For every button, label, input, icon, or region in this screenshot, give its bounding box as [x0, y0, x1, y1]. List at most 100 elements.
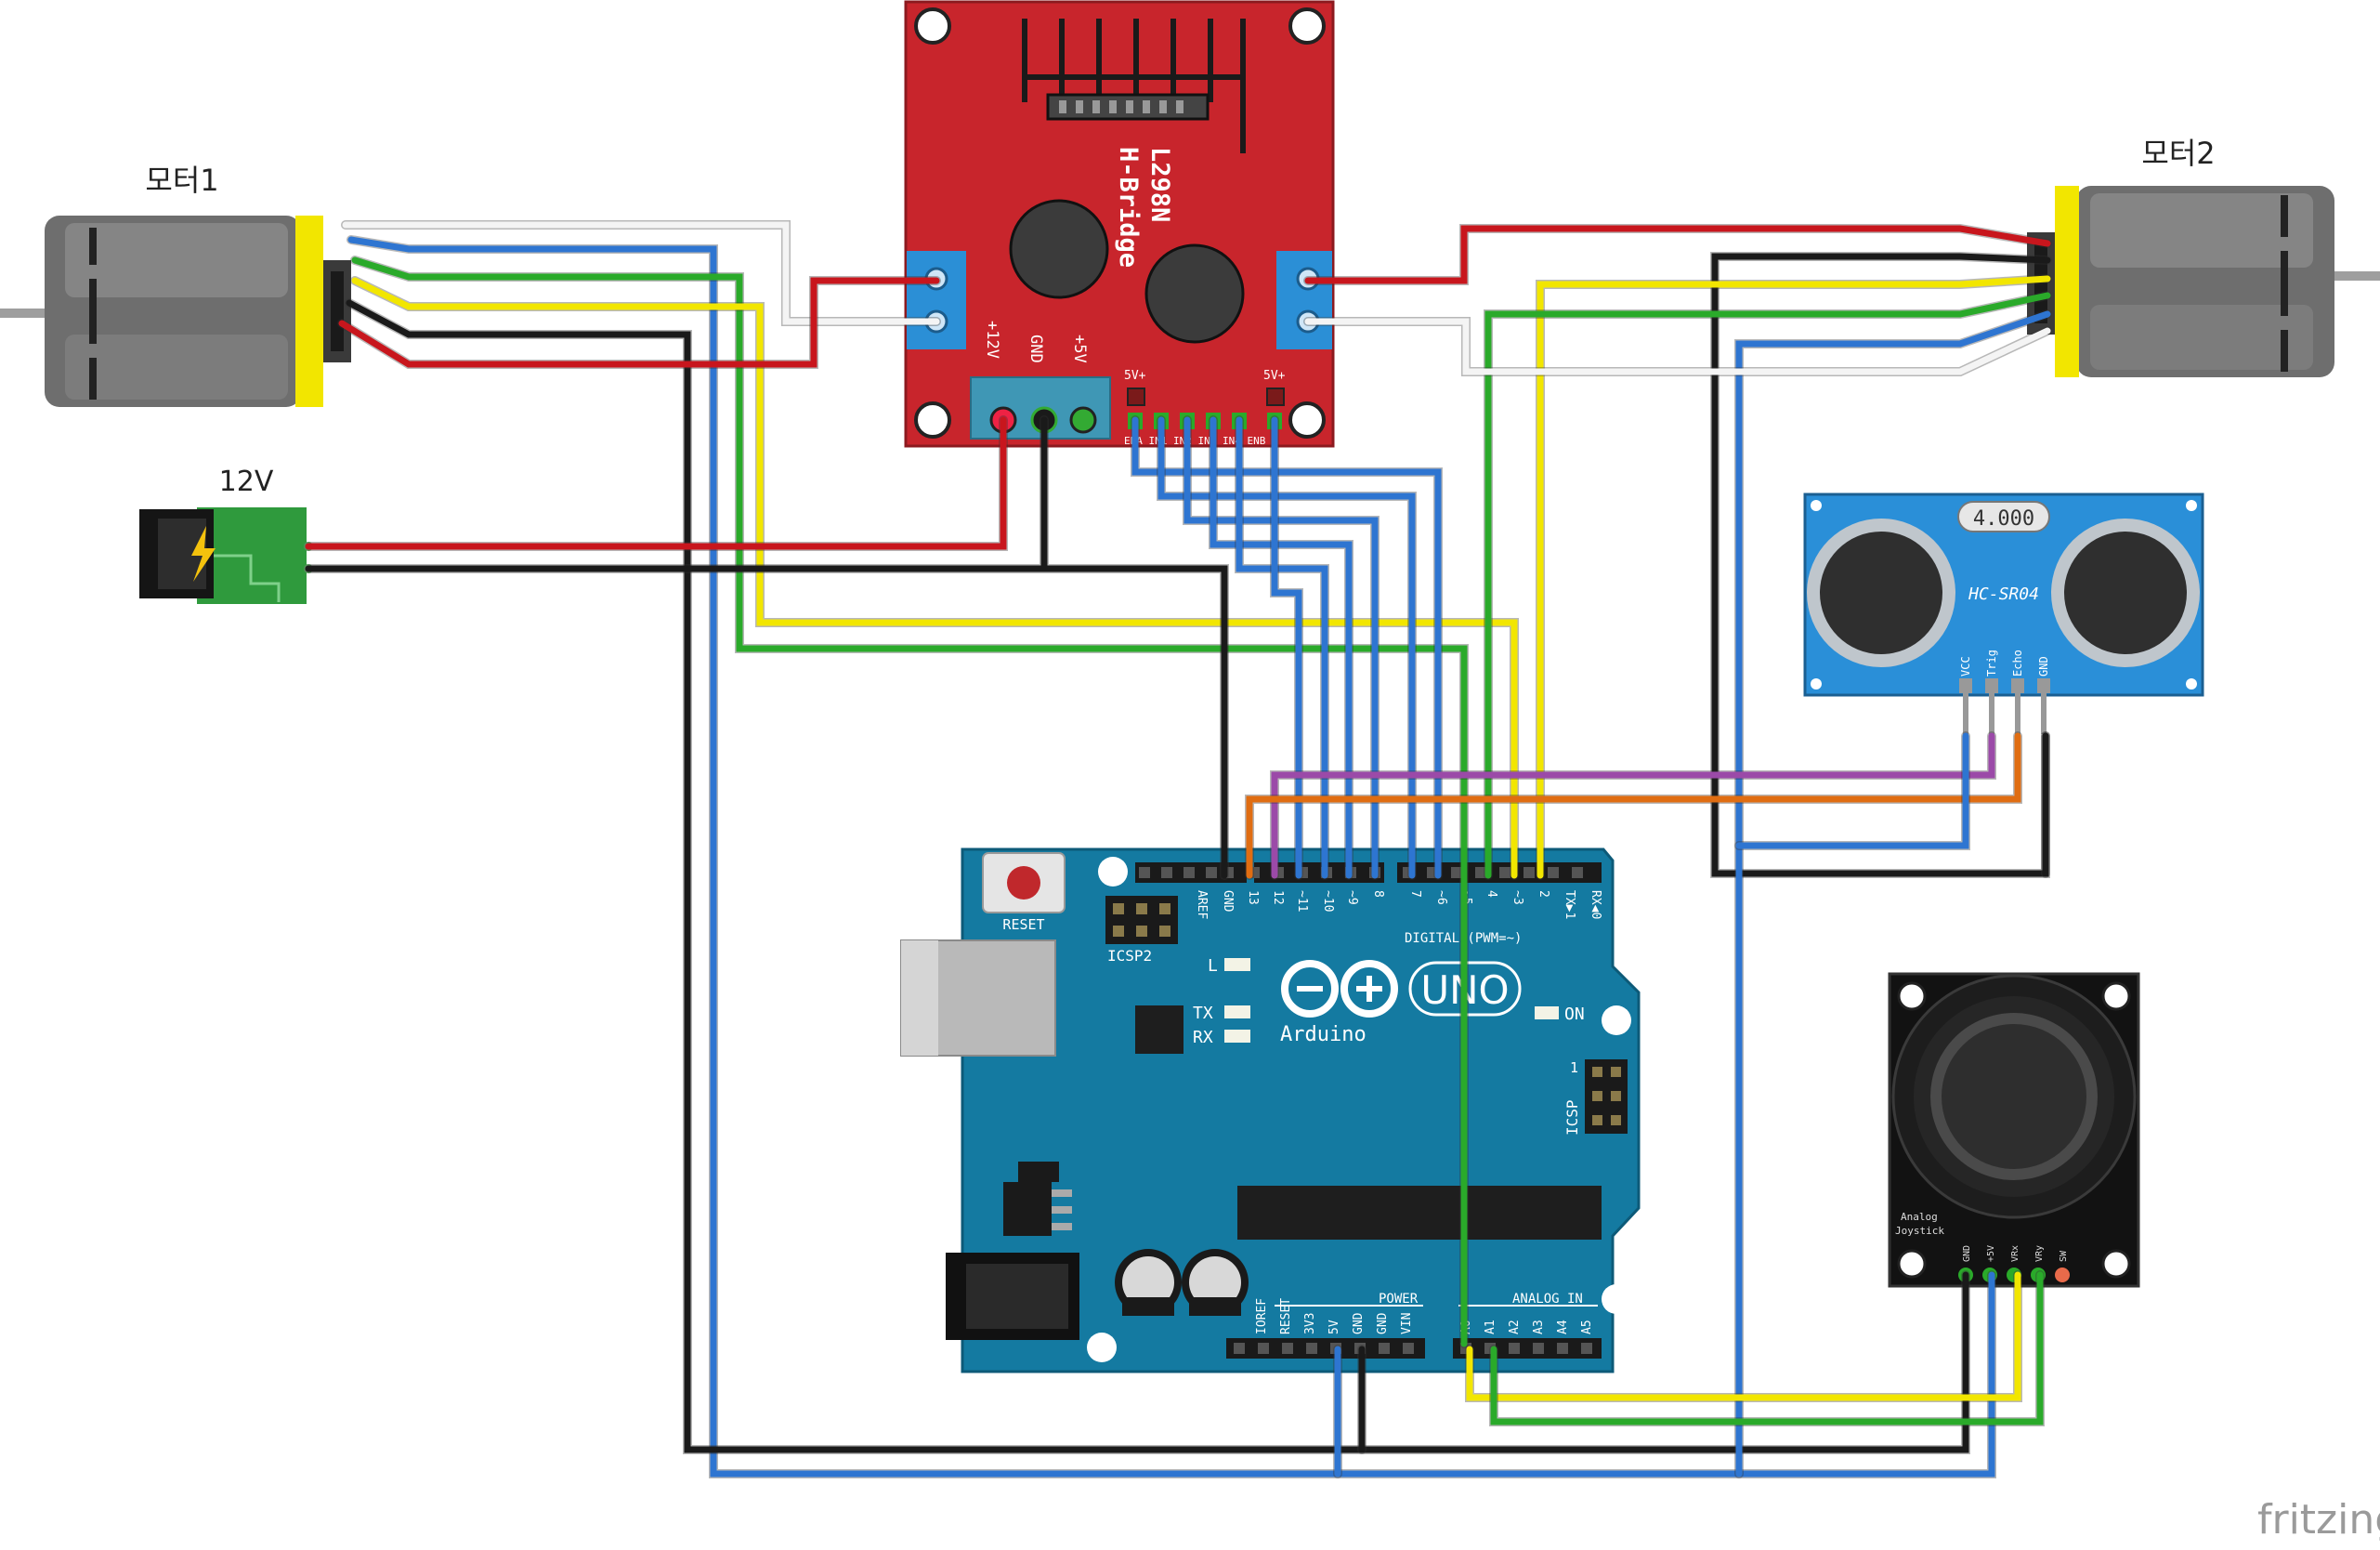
hbridge-terminal-left	[907, 251, 966, 349]
header-hole	[1379, 1343, 1390, 1354]
hbridge-pin-gnd-label: GND	[1027, 335, 1045, 363]
motor1-shaft	[0, 309, 48, 318]
header-hole	[1161, 867, 1172, 878]
wire-red	[338, 277, 940, 368]
icsp2-label: ICSP2	[1107, 947, 1152, 965]
analog-caption: ANALOG IN	[1512, 1292, 1583, 1307]
analog-pin-label: A4	[1556, 1320, 1570, 1334]
sonar-crystal-label: 4.000	[1973, 507, 2034, 531]
power-pin-label: RESET	[1279, 1298, 1293, 1334]
wire-white	[1304, 318, 2051, 375]
header-hole	[1581, 1343, 1592, 1354]
power-header	[1226, 1338, 1425, 1359]
arduino-capacitors	[1115, 1249, 1249, 1316]
led-tx-label: TX	[1193, 1004, 1213, 1023]
icsp-pin1-label: 1	[1570, 1059, 1578, 1076]
analog-pin-label: A2	[1508, 1320, 1522, 1334]
wire-black	[305, 416, 1228, 879]
wire-blue	[1236, 416, 1328, 879]
power-pin-label: IOREF	[1255, 1298, 1269, 1334]
motor-1	[0, 216, 351, 407]
hbridge-pin-12v-label: +12V	[983, 321, 1001, 359]
header-hole	[1509, 1343, 1520, 1354]
icsp2-header	[1105, 896, 1178, 944]
header-hole	[1499, 867, 1510, 878]
joystick-pin-sw: SW	[2059, 1250, 2069, 1262]
header-hole	[1234, 1343, 1245, 1354]
digital-pin-label: GND	[1221, 890, 1235, 913]
wire-green	[1490, 1271, 2044, 1425]
header-hole	[1282, 1343, 1293, 1354]
joystick-pin-5v: +5V	[1986, 1245, 1996, 1262]
header-hole	[1548, 867, 1559, 878]
wire-white	[342, 221, 940, 325]
fritzing-watermark: fritzing	[2257, 1496, 2380, 1543]
analog-joystick: Analog Joystick GND +5V VRx VRy SW	[1888, 972, 2140, 1288]
voltage-regulator	[1003, 1182, 1052, 1236]
sonar-model-label: HC-SR04	[1968, 585, 2039, 604]
digital-pin-label: ~6	[1434, 890, 1448, 905]
digital-pin-label: RX◀0	[1589, 890, 1602, 919]
hbridge-title-2: H-Bridge	[1114, 147, 1143, 268]
header-hole	[1139, 867, 1150, 878]
motor1-label: 모터1	[145, 163, 218, 198]
wire-blue	[1183, 416, 1379, 879]
power-pin-label: GND	[1376, 1312, 1390, 1334]
wire-blue	[1735, 310, 2051, 1478]
wire-green	[351, 256, 1468, 1347]
hc-sr04-sensor: 4.000 HC-SR04 VCC Trig Echo GND	[1803, 493, 2204, 734]
digital-pin-label: ~10	[1321, 890, 1335, 912]
hbridge-capacitor-1	[1009, 199, 1109, 299]
hbridge-pin-5v-label: +5V	[1070, 335, 1089, 363]
arduino-logo	[1281, 960, 1398, 1018]
digital-pin-label: ~3	[1510, 890, 1524, 905]
header-hole	[1523, 867, 1535, 878]
wire-red	[305, 416, 1007, 550]
wires	[304, 220, 2052, 1478]
led-on-label: ON	[1564, 1005, 1585, 1024]
motor1-endcap	[295, 216, 323, 407]
header-hole	[1533, 1343, 1544, 1354]
joystick-pin-vrx: VRx	[2010, 1245, 2020, 1262]
power-pin-label: 3V3	[1303, 1313, 1317, 1334]
wire-blue	[347, 236, 1995, 1478]
digital-pin-label: ~9	[1345, 890, 1359, 905]
icsp-header	[1585, 1059, 1628, 1134]
analog-pin-label: A5	[1580, 1320, 1594, 1334]
atmega-chip	[1237, 1186, 1602, 1240]
power-jack-12v	[139, 507, 313, 604]
header-hole	[1306, 1343, 1317, 1354]
wire-blue	[1157, 416, 1416, 879]
hbridge-jumper-left: 5V+	[1124, 369, 1146, 383]
header-hole	[1557, 1343, 1568, 1354]
digital-pin-label: 8	[1371, 890, 1385, 898]
header-hole	[1403, 1343, 1414, 1354]
power-caption: POWER	[1379, 1292, 1419, 1307]
heatsink	[1022, 19, 1246, 153]
motor2-endcap	[2055, 186, 2079, 377]
analog-pin-label: A1	[1484, 1320, 1497, 1334]
power-pin-label: GND	[1352, 1312, 1366, 1334]
digital-pin-label: AREF	[1195, 890, 1209, 919]
header-hole	[1572, 867, 1583, 878]
wire-green	[1484, 292, 2051, 879]
reset-label: RESET	[1002, 916, 1044, 933]
wire-yellow	[1466, 1271, 2021, 1401]
hbridge-capacitor-2	[1144, 243, 1245, 344]
wire-blue	[1210, 416, 1353, 879]
hbridge-jumper-right: 5V+	[1263, 369, 1286, 383]
digital-pin-label: 12	[1271, 890, 1285, 905]
arduino-uno: RESET ICSP2 L TX RX ON UNO Arduino	[900, 847, 1641, 1373]
digital-pin-label: 2	[1537, 890, 1550, 898]
hbridge-terminal-right	[1276, 251, 1332, 349]
arduino-board	[961, 847, 1641, 1373]
wire-orange	[1246, 732, 2021, 879]
joystick-label-1: Analog	[1901, 1211, 1938, 1223]
digital-pin-label: 13	[1246, 890, 1260, 905]
sonar-pin-gnd: GND	[2037, 656, 2050, 676]
wire-yellow	[1537, 275, 2051, 879]
wire-blue	[1271, 416, 1302, 879]
